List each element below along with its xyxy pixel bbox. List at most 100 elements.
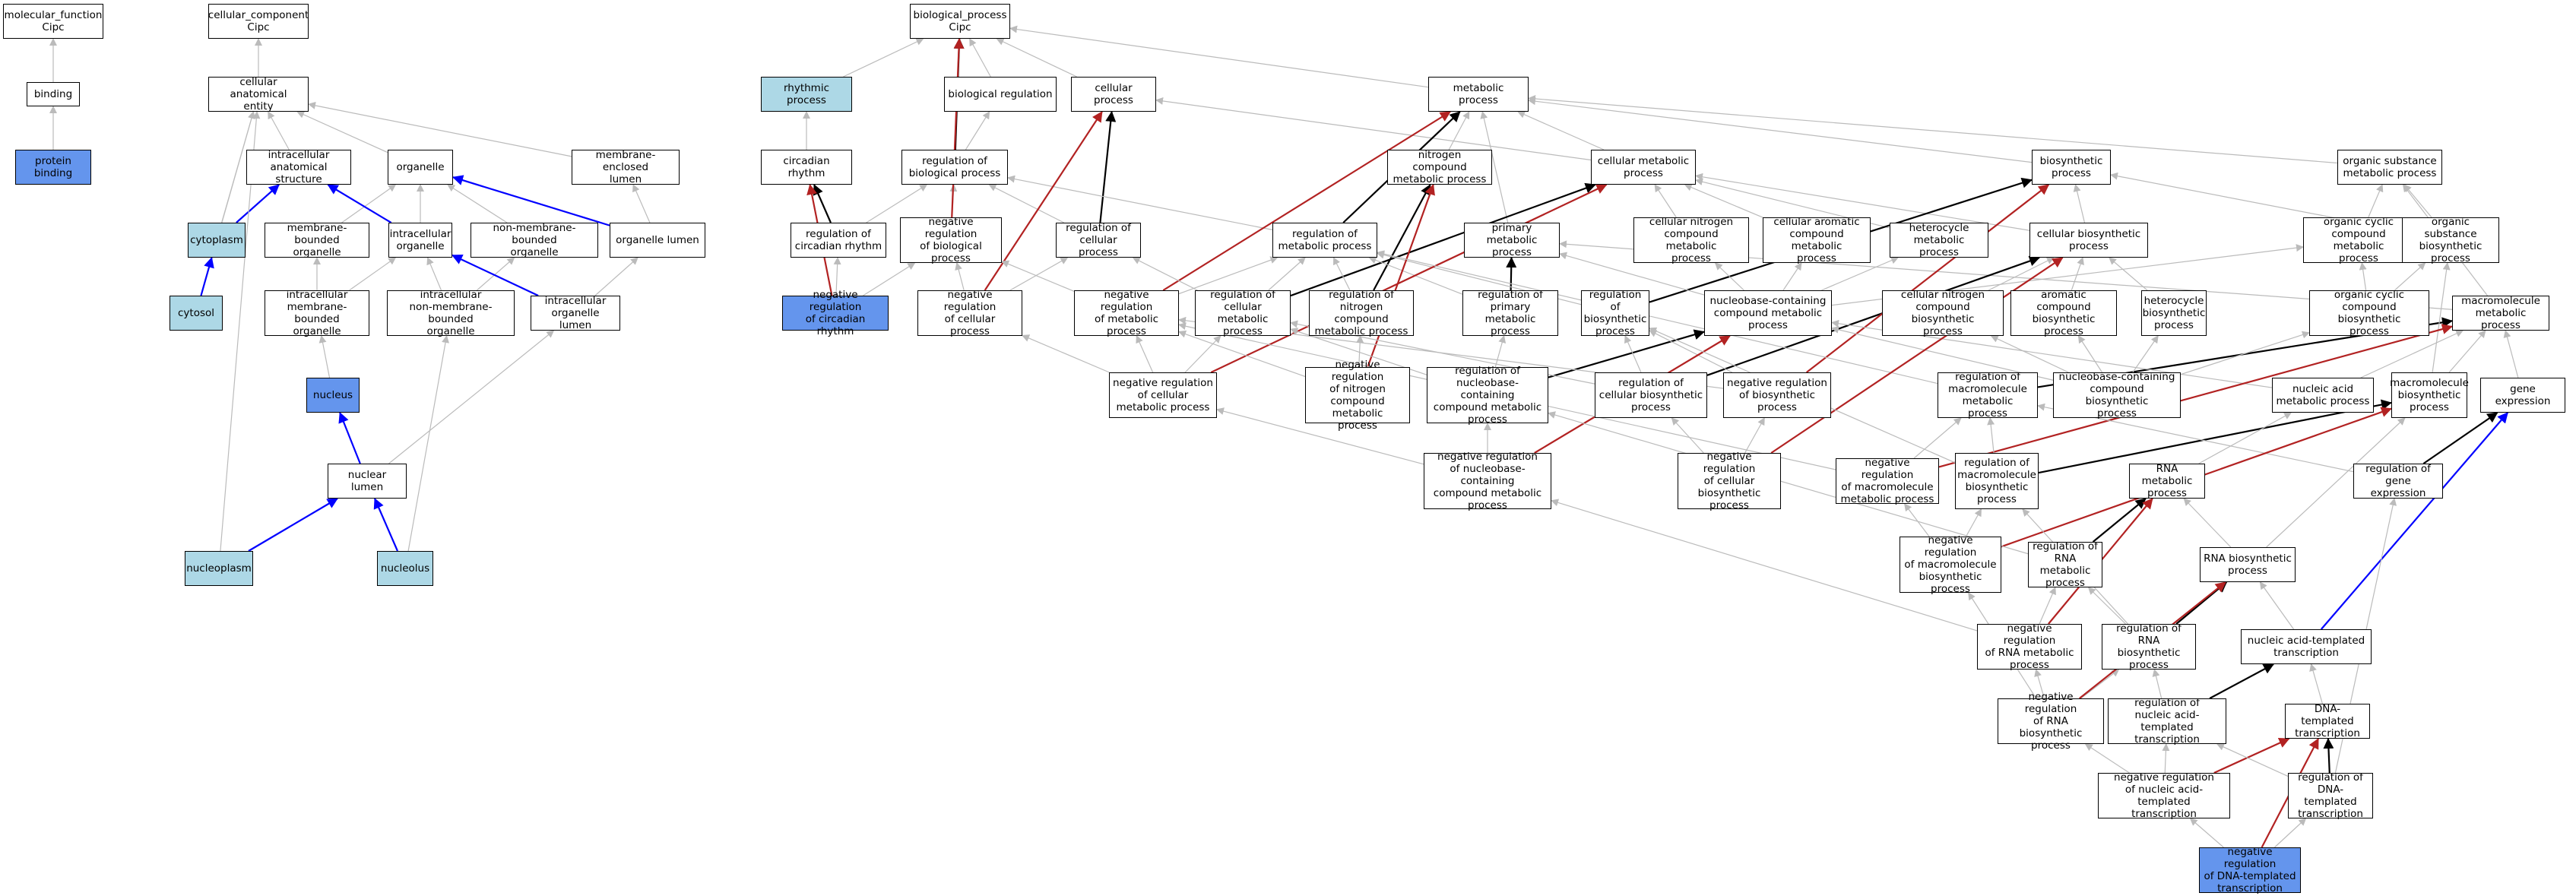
go-term-node-nbcbp[interactable]: nucleobase-containing compound biosynthe…: [2053, 371, 2181, 420]
edge-is-a-nbcmp-to-hmp: [1821, 256, 1900, 291]
go-term-node-protein_binding[interactable]: protein binding: [15, 150, 91, 185]
go-term-node-nrmbp[interactable]: negative regulation of macromolecule bio…: [1900, 534, 2001, 595]
go-term-node-nrcp[interactable]: negative regulation of cellular process: [917, 289, 1022, 337]
go-term-node-mp[interactable]: metabolic process: [1428, 77, 1529, 112]
go-term-node-occmp[interactable]: organic cyclic compound metabolic proces…: [2303, 216, 2414, 264]
go-term-node-rnamp[interactable]: RNA metabolic process: [2129, 463, 2205, 499]
edge-is-a-nbcmp-to-pmp: [1559, 252, 1705, 296]
go-term-node-rnat[interactable]: regulation of nucleic acid-templated tra…: [2108, 697, 2226, 746]
go-term-node-acbp[interactable]: aromatic compound biosynthetic process: [2010, 289, 2117, 337]
go-term-node-nmbo[interactable]: non-membrane-bounded organelle: [471, 222, 598, 258]
go-term-node-rbiop[interactable]: regulation of biosynthetic process: [1581, 289, 1649, 337]
go-term-node-cae[interactable]: cellular anatomical entity: [208, 76, 309, 112]
edge-is-a-nrmmp-to-rmmp: [1913, 417, 1962, 459]
go-term-node-cacmp[interactable]: cellular aromatic compound metabolic pro…: [1763, 216, 1871, 264]
go-term-node-mbo[interactable]: membrane-bounded organelle: [265, 222, 369, 258]
edge-is-a-occmp-to-osmp: [2368, 184, 2384, 218]
go-term-node-cr[interactable]: circadian rhythm: [761, 150, 852, 185]
go-term-node-hbp[interactable]: heterocycle biosynthetic process: [2141, 290, 2207, 336]
go-term-node-rge[interactable]: regulation of gene expression: [2353, 463, 2443, 499]
go-term-node-rrnamp[interactable]: regulation of RNA metabolic process: [2028, 540, 2102, 589]
go-term-node-pmp[interactable]: primary metabolic process: [1464, 222, 1560, 258]
go-term-node-rmbp[interactable]: regulation of macromolecule biosynthetic…: [1955, 453, 2039, 509]
go-term-node-inmbo[interactable]: intracellular non-membrane-bounded organ…: [387, 289, 515, 337]
go-term-node-organelle[interactable]: organelle: [388, 150, 453, 185]
edge-part-of-nat-to-ge: [2320, 412, 2509, 630]
go-term-node-nbcmp[interactable]: nucleobase-containing compound metabolic…: [1704, 290, 1832, 336]
go-term-node-nl[interactable]: nuclear lumen: [328, 464, 407, 499]
go-term-node-iol[interactable]: intracellular organelle lumen: [531, 295, 620, 331]
edge-negatively-regulates-nrbiop-to-biosyn: [1806, 184, 2050, 373]
edge-is-a-mp-to-bp: [1009, 25, 1429, 88]
go-term-node-nrmmp[interactable]: negative regulation of macromolecule met…: [1836, 457, 1939, 505]
go-term-node-rcr[interactable]: regulation of circadian rhythm: [791, 223, 886, 258]
go-term-node-osbp[interactable]: organic substance biosynthetic process: [2402, 216, 2499, 264]
go-term-node-rmmp[interactable]: regulation of macromolecule metabolic pr…: [1938, 371, 2038, 420]
go-term-node-ge[interactable]: gene expression: [2480, 378, 2565, 413]
go-term-node-cp[interactable]: cellular process: [1071, 77, 1156, 112]
go-term-node-rncmp[interactable]: regulation of nitrogen compound metaboli…: [1309, 289, 1414, 337]
go-term-node-biosyn[interactable]: biosynthetic process: [2032, 150, 2111, 185]
go-term-node-rdt[interactable]: regulation of DNA-templated transcriptio…: [2288, 771, 2373, 820]
go-term-node-nucleolus[interactable]: nucleolus: [377, 551, 433, 586]
go-term-node-nrcmp[interactable]: negative regulation of cellular metaboli…: [1109, 372, 1217, 418]
go-term-node-nucleus[interactable]: nucleus: [306, 378, 360, 413]
go-term-node-nrrnamp[interactable]: negative regulation of RNA metabolic pro…: [1977, 622, 2082, 671]
go-term-node-io[interactable]: intracellular organelle: [388, 223, 452, 258]
go-term-node-rcp[interactable]: regulation of cellular process: [1056, 222, 1141, 258]
edge-is-a-nbcbp-to-cncbp: [1990, 335, 2069, 373]
go-term-node-nrrnabp[interactable]: negative regulation of RNA biosynthetic …: [1998, 691, 2104, 752]
go-term-node-ol[interactable]: organelle lumen: [610, 223, 705, 258]
go-term-node-osmp[interactable]: organic substance metabolic process: [2337, 150, 2442, 185]
go-term-node-occbp[interactable]: organic cyclic compound biosynthetic pro…: [2309, 289, 2429, 337]
edge-is-a-ol-to-mel: [632, 184, 651, 223]
go-term-node-nrbp[interactable]: negative regulation of biological proces…: [900, 216, 1002, 264]
go-term-node-bp[interactable]: biological_process Cipc: [910, 4, 1010, 39]
go-term-node-rcbp[interactable]: regulation of cellular biosynthetic proc…: [1595, 372, 1707, 418]
edge-regulates-rmbp-to-mbiop: [2038, 399, 2392, 474]
go-term-node-cytosol[interactable]: cytosol: [170, 296, 223, 331]
go-term-node-cmp[interactable]: cellular metabolic process: [1591, 150, 1696, 185]
go-term-node-binding[interactable]: binding: [27, 82, 80, 106]
go-term-node-namp[interactable]: nucleic acid metabolic process: [2272, 378, 2374, 413]
edge-negatively-regulates-nrcbp-to-cbp: [1770, 257, 2064, 454]
go-term-node-mel[interactable]: membrane-enclosed lumen: [572, 149, 680, 185]
go-term-node-bioreg[interactable]: biological regulation: [944, 77, 1057, 112]
go-term-node-nucleoplasm[interactable]: nucleoplasm: [185, 551, 253, 586]
edge-is-a-nrnat-to-rnat: [2162, 743, 2170, 774]
go-term-node-rrnabp[interactable]: regulation of RNA biosynthetic process: [2102, 622, 2196, 671]
go-term-node-rhythmic[interactable]: rhythmic process: [761, 77, 852, 112]
go-term-node-ias[interactable]: intracellular anatomical structure: [246, 149, 351, 185]
go-term-node-nrdt[interactable]: negative regulation of DNA-templated tra…: [2199, 846, 2301, 894]
edge-is-a-nrnat-to-nrrnabp: [2084, 743, 2130, 774]
go-term-node-mbiop[interactable]: macromolecule biosynthetic process: [2390, 372, 2469, 418]
go-term-node-ncmp[interactable]: nitrogen compound metabolic process: [1387, 149, 1492, 185]
edge-is-a-rhythmic-to-bp: [843, 38, 924, 78]
go-term-node-dt[interactable]: DNA-templated transcription: [2285, 703, 2370, 739]
go-term-node-rcmp[interactable]: regulation of cellular metabolic process: [1195, 289, 1291, 337]
go-term-node-nrbiop[interactable]: negative regulation of biosynthetic proc…: [1723, 372, 1831, 418]
go-term-node-cncmp[interactable]: cellular nitrogen compound metabolic pro…: [1633, 216, 1749, 264]
go-term-node-cc[interactable]: cellular_component Cipc: [208, 4, 309, 39]
go-term-node-nrcbp[interactable]: negative regulation of cellular biosynth…: [1678, 451, 1781, 511]
go-term-node-cbp[interactable]: cellular biosynthetic process: [2029, 223, 2148, 258]
go-term-node-cncbp[interactable]: cellular nitrogen compound biosynthetic …: [1882, 289, 2004, 337]
go-term-node-hmp[interactable]: heterocycle metabolic process: [1890, 222, 1988, 258]
go-term-node-rnbcmp[interactable]: regulation of nucleobase-containing comp…: [1427, 365, 1548, 426]
go-term-node-cytoplasm[interactable]: cytoplasm: [188, 223, 246, 258]
go-term-node-rbp[interactable]: regulation of biological process: [901, 150, 1008, 185]
edge-part-of-cytoplasm-to-ias: [236, 184, 280, 223]
go-term-node-rpmp[interactable]: regulation of primary metabolic process: [1462, 289, 1558, 337]
go-term-node-nrncmp[interactable]: negative regulation of nitrogen compound…: [1305, 359, 1410, 432]
go-term-node-nrnbcmp[interactable]: negative regulation of nucleobase-contai…: [1424, 451, 1551, 511]
go-term-node-nat[interactable]: nucleic acid-templated transcription: [2241, 629, 2372, 664]
go-term-node-nrmp[interactable]: negative regulation of metabolic process: [1074, 289, 1179, 337]
go-term-node-rnabp[interactable]: RNA biosynthetic process: [2200, 547, 2296, 582]
go-term-node-nrnat[interactable]: negative regulation of nucleic acid-temp…: [2098, 771, 2230, 820]
go-term-node-macmp[interactable]: macromolecule metabolic process: [2452, 295, 2549, 331]
go-term-node-nrcr[interactable]: negative regulation of circadian rhythm: [782, 289, 889, 337]
go-term-node-rmp[interactable]: regulation of metabolic process: [1272, 223, 1377, 258]
edge-is-a-rrnamp-to-rnbcmp: [1548, 411, 2029, 555]
go-term-node-imbo[interactable]: intracellular membrane-bounded organelle: [265, 289, 369, 337]
go-term-node-mf[interactable]: molecular_function Cipc: [3, 4, 103, 39]
